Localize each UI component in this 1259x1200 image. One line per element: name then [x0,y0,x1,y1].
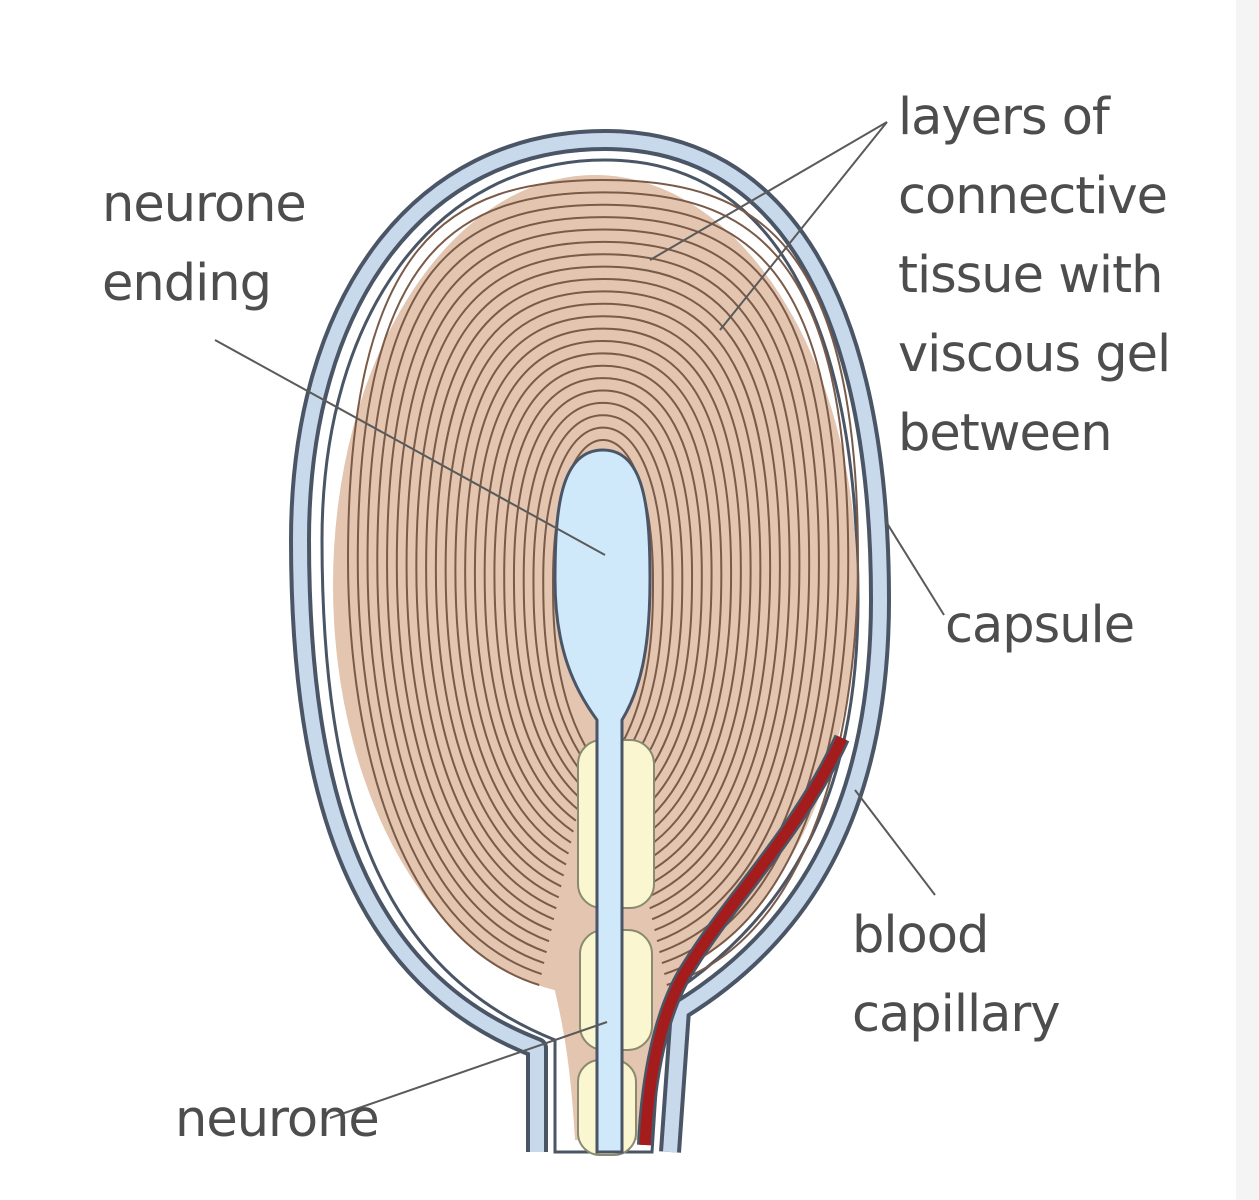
connective-tissue-layer [522,401,684,789]
connective-tissue-layer [376,216,830,954]
connective-tissue-layer [366,203,840,965]
connective-tissue-layer [532,414,674,778]
connective-tissue-layer [356,191,850,975]
label-blood-capillary-line-2: capillary [852,985,1061,1044]
label-layers-line-2: connective [898,167,1168,226]
blood-capillary-fill [639,735,848,1146]
connective-tissue-layers [346,178,860,986]
connective-tissue-layer [473,339,733,844]
label-layers-line-4: viscous gel [898,325,1171,384]
label-layers-of-connective-tissue: layers of connective tissue with viscous… [898,78,1171,473]
label-neurone-ending-line-1: neurone [102,175,307,234]
leader-line-neurone-ending [214,339,606,556]
leader-line-neurone [329,1021,608,1119]
label-neurone: neurone [175,1090,380,1149]
label-neurone-ending-line-2: ending [102,254,272,313]
connective-tissue-layer [434,290,772,888]
label-layers-line-5: between [898,404,1113,463]
connective-tissue-layer [483,352,723,833]
connective-tissue-layer [551,438,655,756]
label-neurone-ending: neurone ending [102,165,307,323]
leader-line-capsule [884,519,945,616]
connective-tissue-layer [415,265,791,910]
right-margin-strip [1236,0,1259,1200]
connective-tissue-layer [512,389,694,800]
connective-tissue-layer [395,240,811,932]
connective-tissue-layer [444,302,762,877]
connective-tissue-layer [386,228,820,943]
label-layers-line-3: tissue with [898,246,1163,305]
connective-tissue-layer [503,377,703,811]
connective-tissue-layer [454,315,752,866]
leader-line-layers-1 [649,121,888,261]
connective-tissue-layer [405,253,801,921]
leader-lines [214,121,945,1119]
connective-tissue-layer [542,426,664,767]
label-capsule: capsule [945,596,1135,655]
connective-tissue-layer [493,364,713,822]
leader-line-blood-capillary [854,789,936,896]
connective-tissue-layer [464,327,742,855]
label-blood-capillary-line-1: blood [852,906,989,965]
neurone-ending-bulb [553,448,652,1154]
leader-line-layers-2 [719,121,888,331]
connective-tissue-layer [425,278,781,899]
connective-tissue-layer [346,178,860,986]
label-blood-capillary: blood capillary [852,896,1061,1054]
capsule-band-fill [293,133,887,1153]
label-layers-line-1: layers of [898,88,1110,147]
